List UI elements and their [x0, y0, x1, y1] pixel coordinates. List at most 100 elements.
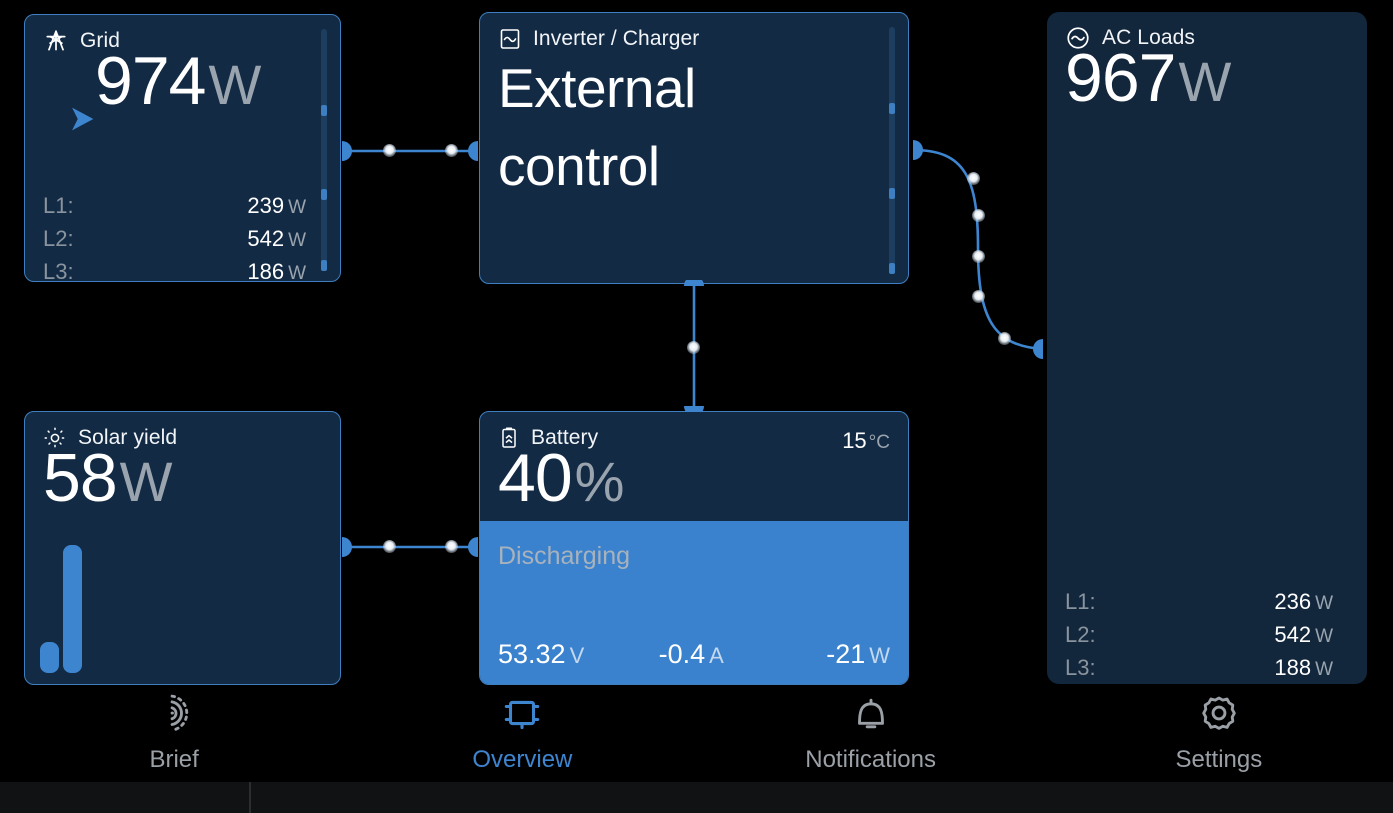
- flow-dot: [445, 540, 458, 553]
- sun-icon: [43, 426, 67, 450]
- inverter-sine-square-icon: [498, 27, 522, 51]
- battery-title: Battery: [531, 426, 599, 449]
- flow-dot: [687, 341, 700, 354]
- grid-phase-l1-label: L1:: [43, 193, 74, 218]
- overview-node-icon: [499, 690, 545, 736]
- solar-title: Solar yield: [78, 426, 178, 449]
- inverter-title: Inverter / Charger: [533, 27, 700, 50]
- ac-loads-power-value: 967: [1065, 40, 1176, 116]
- flow-dot: [972, 209, 985, 222]
- grid-phase-meter-segment: [321, 105, 327, 116]
- power-pylon-icon: [43, 28, 69, 54]
- nav-item-overview[interactable]: Overview: [348, 690, 696, 774]
- flow-dot: [383, 540, 396, 553]
- connector-inverter-to-ac-loads: [903, 138, 1053, 364]
- nav-label-notifications: Notifications: [805, 746, 936, 773]
- nav-item-settings[interactable]: Settings: [1045, 690, 1393, 774]
- battery-level-fill: [480, 520, 908, 684]
- inverter-card-header: Inverter / Charger: [480, 13, 908, 51]
- solar-power-value-row: 58 W: [25, 440, 340, 516]
- nav-label-settings: Settings: [1175, 746, 1263, 773]
- flow-dot: [972, 290, 985, 303]
- ac-phase-l2-label: L2:: [1065, 622, 1096, 647]
- battery-soc-value: 40: [498, 440, 573, 516]
- ac-phase-l3-label: L3:: [1065, 655, 1096, 680]
- connector-solar-to-battery: [335, 536, 485, 558]
- grid-phase-meter-segment: [321, 260, 327, 271]
- nav-item-brief[interactable]: Brief: [0, 690, 348, 774]
- flow-dot: [998, 332, 1011, 345]
- grid-phase-l3-label: L3:: [43, 259, 74, 282]
- gauge-radar-icon: [151, 690, 197, 736]
- flow-dot: [445, 144, 458, 157]
- inverter-status-line-1: External: [498, 57, 696, 119]
- battery-state: Discharging: [498, 542, 631, 570]
- nav-label-brief: Brief: [149, 746, 199, 773]
- inverter-status-line-2: control: [498, 134, 660, 197]
- inverter-phase-meter-segment: [889, 103, 895, 114]
- arrow-right-icon: [65, 102, 99, 141]
- flow-dot: [967, 172, 980, 185]
- grid-title: Grid: [80, 29, 121, 52]
- nav-label-overview: Overview: [472, 746, 573, 773]
- inverter-phase-meter-segment: [889, 263, 895, 274]
- ac-loads-title: AC Loads: [1102, 26, 1196, 49]
- system-bottom-strip: [0, 782, 1393, 813]
- gear-icon: [1196, 690, 1242, 736]
- battery-soc-row: 40 %: [480, 440, 908, 516]
- bottom-navigation-bar: Brief Overview Notifications: [0, 682, 1393, 782]
- strip-divider: [249, 782, 251, 813]
- grid-phase-l2-label: L2:: [43, 226, 74, 251]
- grid-card-header: Grid: [25, 15, 340, 54]
- inverter-charger-card[interactable]: Inverter / Charger External control: [479, 12, 909, 284]
- solar-tracker-bar-1: [40, 642, 59, 673]
- solar-card-header: Solar yield: [25, 412, 340, 450]
- solar-power-unit: W: [119, 450, 173, 513]
- solar-yield-card[interactable]: Solar yield 58 W: [24, 411, 341, 685]
- bell-icon: [848, 690, 894, 736]
- battery-temperature: 15°C: [842, 428, 890, 453]
- ac-sine-circle-icon: [1065, 25, 1091, 51]
- nav-item-notifications[interactable]: Notifications: [697, 690, 1045, 774]
- grid-power-value: 974: [95, 43, 206, 119]
- battery-card-header: Battery: [480, 412, 908, 450]
- battery-soc-unit: %: [574, 450, 625, 513]
- solar-power-value: 58: [43, 440, 118, 516]
- grid-power-unit: W: [208, 53, 261, 116]
- inverter-phase-meter-segment: [889, 188, 895, 199]
- ac-loads-power-unit: W: [1178, 50, 1231, 113]
- flow-dot: [972, 250, 985, 263]
- connector-inverter-to-battery: [683, 280, 705, 412]
- grid-power-value-row: 974 W: [25, 43, 340, 119]
- grid-phase-meter-segment: [321, 189, 327, 200]
- ac-loads-power-value-row: 967 W: [1047, 40, 1367, 116]
- battery-icon: [498, 426, 520, 450]
- solar-tracker-bar-2: [63, 545, 82, 673]
- ac-phase-l1-label: L1:: [1065, 589, 1096, 614]
- grid-phase-meter-track: [321, 29, 327, 271]
- connector-grid-to-inverter: [335, 140, 485, 162]
- flow-dot: [383, 144, 396, 157]
- inverter-phase-meter-track: [889, 27, 895, 274]
